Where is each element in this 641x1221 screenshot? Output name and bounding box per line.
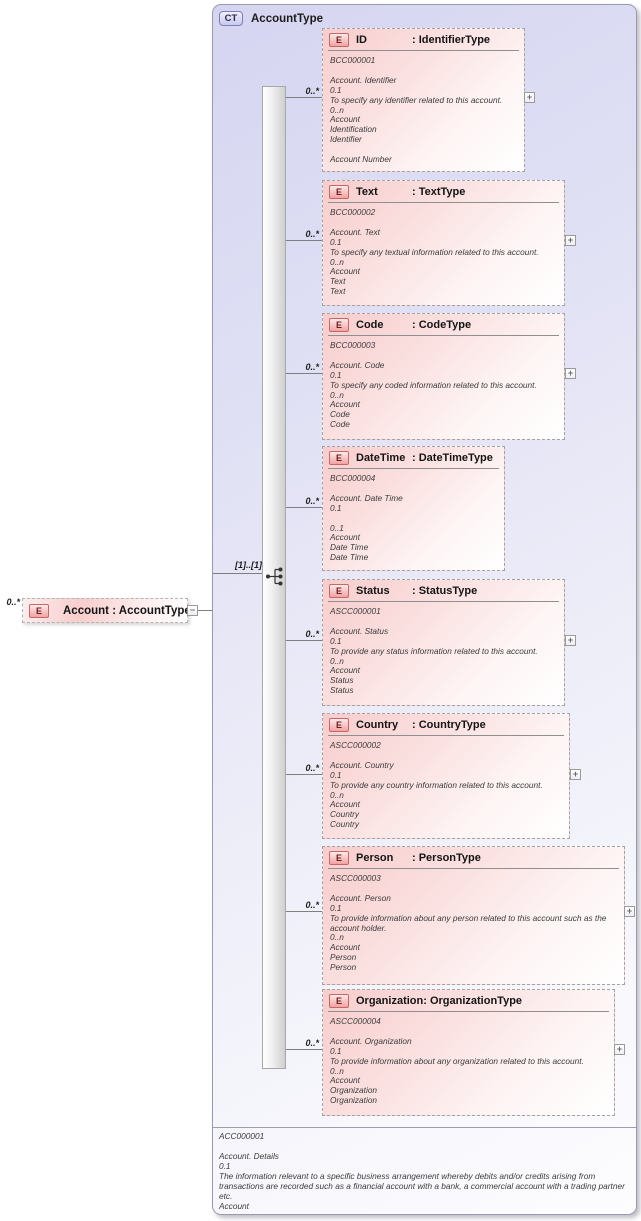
element-type: : CodeType	[412, 319, 472, 331]
element-annotation-text: BCC000004 Account. Date Time 0.1 0..1 Ac…	[330, 473, 403, 563]
element-box-datetime[interactable]: E DateTime : DateTimeType BCC000004 Acco…	[322, 446, 505, 571]
connector-person	[286, 911, 322, 912]
element-header: E Text : TextType	[328, 181, 559, 203]
element-icon: E	[329, 185, 349, 199]
cardinality-text: 0..*	[305, 229, 319, 239]
element-name: ID	[356, 34, 367, 46]
cardinality-id: 0..*	[305, 86, 319, 96]
expand-icon-id[interactable]: +	[524, 92, 535, 103]
expand-icon-country[interactable]: +	[570, 769, 581, 780]
cardinality-code: 0..*	[305, 362, 319, 372]
element-annotation-text: BCC000002 Account. Text 0.1 To specify a…	[330, 207, 539, 297]
element-icon: E	[329, 584, 349, 598]
element-annotation-text: ASCC000001 Account. Status 0.1 To provid…	[330, 606, 538, 696]
element-icon: E	[29, 603, 49, 618]
element-icon: E	[329, 451, 349, 465]
element-header: E Status : StatusType	[328, 580, 559, 602]
element-header: E ID : IdentifierType	[328, 29, 519, 51]
root-element-label: Account : AccountType	[63, 604, 191, 617]
cardinality-datetime: 0..*	[305, 496, 319, 506]
element-type: : OrganizationType	[423, 995, 523, 1007]
element-type: : StatusType	[412, 585, 478, 597]
element-annotation-text: BCC000003 Account. Code 0.1 To specify a…	[330, 340, 537, 430]
element-box-text[interactable]: E Text : TextType BCC000002 Account. Tex…	[322, 180, 565, 306]
element-icon: E	[329, 33, 349, 47]
connector-sequence	[213, 573, 262, 574]
element-box-country[interactable]: E Country : CountryType ASCC000002 Accou…	[322, 713, 570, 839]
cardinality-organization: 0..*	[305, 1038, 319, 1048]
element-header: E Country : CountryType	[328, 714, 564, 736]
element-name: Person	[356, 852, 394, 864]
expand-icon-status[interactable]: +	[565, 635, 576, 646]
element-name: Country	[356, 719, 399, 731]
element-name: Code	[356, 319, 384, 331]
connector-id	[286, 97, 322, 98]
element-annotation-text: ASCC000003 Account. Person 0.1 To provid…	[330, 873, 607, 973]
connector-code	[286, 373, 322, 374]
connector-datetime	[286, 507, 322, 508]
element-header: E Person : PersonType	[328, 847, 619, 869]
element-box-person[interactable]: E Person : PersonType ASCC000003 Account…	[322, 846, 625, 985]
element-icon: E	[329, 718, 349, 732]
element-box-organization[interactable]: E Organization : OrganizationType ASCC00…	[322, 989, 615, 1116]
element-name: Organization	[356, 995, 424, 1007]
element-type: : TextType	[412, 186, 466, 198]
element-type: : IdentifierType	[412, 34, 491, 46]
connector-status	[286, 640, 322, 641]
element-type: : PersonType	[412, 852, 481, 864]
expand-icon-code[interactable]: +	[565, 368, 576, 379]
element-icon: E	[329, 851, 349, 865]
complex-type-annotation: ACC000001 Account. Details 0.1 The infor…	[219, 1131, 625, 1211]
sequence-cardinality: [1]..[1]	[235, 560, 262, 570]
element-type: : CountryType	[412, 719, 486, 731]
cardinality-country: 0..*	[305, 763, 319, 773]
element-name: Status	[356, 585, 390, 597]
ct-header: CT AccountType	[219, 11, 323, 26]
element-icon: E	[329, 318, 349, 332]
expand-icon-text[interactable]: +	[565, 235, 576, 246]
element-box-id[interactable]: E ID : IdentifierType BCC000001 Account.…	[322, 28, 525, 172]
element-annotation-text: ASCC000004 Account. Organization 0.1 To …	[330, 1016, 584, 1106]
cardinality-person: 0..*	[305, 900, 319, 910]
connector-text	[286, 240, 322, 241]
connector-organization	[286, 1049, 322, 1050]
element-header: E Code : CodeType	[328, 314, 559, 336]
element-header: E Organization : OrganizationType	[328, 990, 609, 1012]
element-box-status[interactable]: E Status : StatusType ASCC000001 Account…	[322, 579, 565, 706]
element-annotation-text: ASCC000002 Account. Country 0.1 To provi…	[330, 740, 543, 830]
element-name: DateTime	[356, 452, 406, 464]
connector-country	[286, 774, 322, 775]
root-element-account[interactable]: E Account : AccountType	[22, 598, 191, 623]
sequence-compositor-icon[interactable]	[264, 566, 287, 587]
element-annotation-text: BCC000001 Account. Identifier 0.1 To spe…	[330, 55, 503, 165]
element-header: E DateTime : DateTimeType	[328, 447, 499, 469]
element-box-code[interactable]: E Code : CodeType BCC000003 Account. Cod…	[322, 313, 565, 440]
expand-icon-organization[interactable]: +	[614, 1044, 625, 1055]
connector-root	[198, 610, 213, 611]
complex-type-badge: CT	[219, 11, 243, 26]
element-icon: E	[329, 994, 349, 1008]
collapse-toggle-icon[interactable]: −	[187, 605, 198, 616]
complex-type-title: AccountType	[251, 12, 323, 25]
root-cardinality: 0..*	[6, 597, 20, 607]
element-type: : DateTimeType	[412, 452, 493, 464]
element-name: Text	[356, 186, 378, 198]
annotation-separator	[213, 1127, 636, 1128]
expand-icon-person[interactable]: +	[624, 906, 635, 917]
cardinality-status: 0..*	[305, 629, 319, 639]
